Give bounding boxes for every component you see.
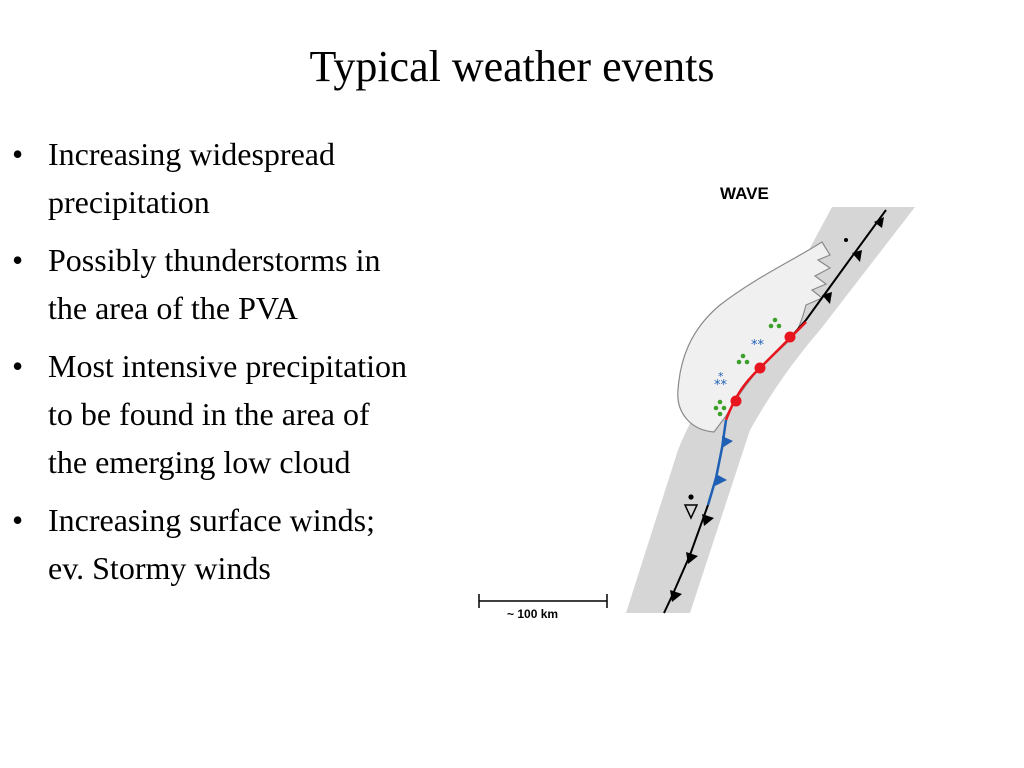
bullet-text: Increasing surface winds; ev. Stormy win… — [48, 502, 375, 586]
cold-front-triangle-icon — [715, 474, 727, 486]
rain-dots-icon — [713, 399, 727, 417]
cold-front-triangle-icon — [822, 292, 832, 304]
bullet-marker: • — [12, 502, 24, 538]
frontal-cloud-band — [626, 207, 915, 613]
bullet-item: • Increasing surface winds; ev. Stormy w… — [12, 496, 412, 592]
secondary-cold-front-line — [706, 419, 728, 506]
cold-front-triangle-icon — [686, 552, 698, 564]
cold-front-triangle-icon — [852, 250, 862, 262]
snow-asterisk-icon: ** — [751, 338, 765, 353]
bullet-item: • Increasing widespread precipitation — [12, 130, 412, 226]
wave-frontal-diagram: WAVE — [478, 184, 915, 621]
diagram-label: WAVE — [720, 184, 769, 203]
cold-front-triangle-icon — [874, 217, 884, 228]
bullet-marker: • — [12, 348, 24, 384]
warm-front-semicircle-icon — [754, 362, 766, 374]
cold-front-line-lower — [663, 504, 709, 614]
cold-front-triangle-icon — [702, 514, 714, 526]
snow-asterisk-icon: * — [718, 370, 724, 383]
cold-front-triangle-icon — [670, 590, 682, 602]
bullet-text: Possibly thunderstorms in the area of th… — [48, 242, 381, 326]
scale-bar — [478, 594, 608, 608]
cold-front-triangle-icon — [722, 436, 733, 448]
bullet-item: • Possibly thunderstorms in the area of … — [12, 236, 412, 332]
slide-title: Typical weather events — [309, 42, 715, 91]
bullet-list: • Increasing widespread precipitation • … — [12, 130, 412, 602]
rain-dots-icon — [736, 353, 750, 365]
snow-asterisk-icon: ** — [714, 378, 728, 393]
warm-front-semicircle-icon — [784, 331, 796, 343]
warm-front-semicircle-icon — [730, 395, 742, 407]
bullet-item: • Most intensive precipitation to be fou… — [12, 342, 412, 486]
scale-label: ~ 100 km — [507, 607, 558, 621]
bullet-text: Increasing widespread precipitation — [48, 136, 335, 220]
bullet-text: Most intensive precipitation to be found… — [48, 348, 408, 480]
shower-symbol-icon — [683, 494, 699, 520]
bullet-marker: • — [12, 136, 24, 172]
bullet-marker: • — [12, 242, 24, 278]
drizzle-dot-icon — [844, 238, 848, 242]
rain-dots-icon — [768, 317, 782, 329]
